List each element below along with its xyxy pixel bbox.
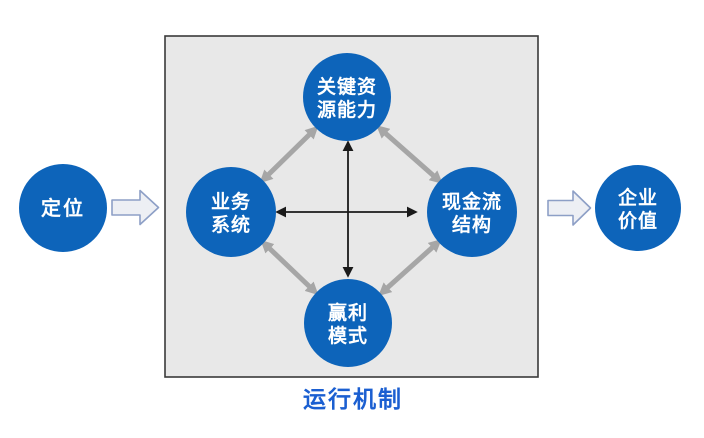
enterprise-value-circle bbox=[595, 165, 681, 251]
business-system-label-line2: 系统 bbox=[211, 213, 251, 236]
node-business-system: 业务 系统 bbox=[186, 167, 276, 257]
double-arrow-cashflow-profit-icon bbox=[378, 239, 442, 296]
node-enterprise-value: 企业 价值 bbox=[595, 165, 681, 251]
positioning-circle bbox=[19, 164, 107, 252]
business-system-circle bbox=[186, 167, 276, 257]
enterprise-value-label-line1: 企业 bbox=[617, 186, 658, 209]
flow-arrow-positioning-to-box-icon bbox=[111, 189, 160, 226]
enterprise-value-label-line2: 价值 bbox=[618, 209, 658, 232]
flow-arrow-box-to-value-icon bbox=[547, 190, 592, 226]
profit-model-circle bbox=[304, 279, 392, 367]
key-resources-circle bbox=[303, 53, 391, 141]
cash-flow-label-line1: 现金流 bbox=[442, 190, 502, 213]
cash-flow-label-line2: 结构 bbox=[452, 213, 492, 236]
key-resources-label-line1: 关键资 bbox=[317, 75, 377, 98]
business-system-label-line1: 业务 bbox=[211, 190, 251, 213]
profit-model-label-line2: 模式 bbox=[328, 324, 368, 347]
double-arrow-resources-business-icon bbox=[259, 125, 319, 184]
positioning-label: 定位 bbox=[41, 196, 85, 220]
double-arrow-resources-cashflow-icon bbox=[376, 125, 443, 184]
node-positioning: 定位 bbox=[19, 164, 107, 252]
mechanism-caption: 运行机制 bbox=[303, 386, 403, 412]
node-cash-flow: 现金流 结构 bbox=[427, 167, 517, 257]
node-profit-model: 赢利 模式 bbox=[304, 279, 392, 367]
node-key-resources: 关键资 源能力 bbox=[303, 53, 391, 141]
cash-flow-circle bbox=[427, 167, 517, 257]
double-arrow-business-profit-icon bbox=[260, 239, 319, 296]
key-resources-label-line2: 源能力 bbox=[317, 98, 377, 121]
profit-model-label-line1: 赢利 bbox=[328, 301, 368, 324]
